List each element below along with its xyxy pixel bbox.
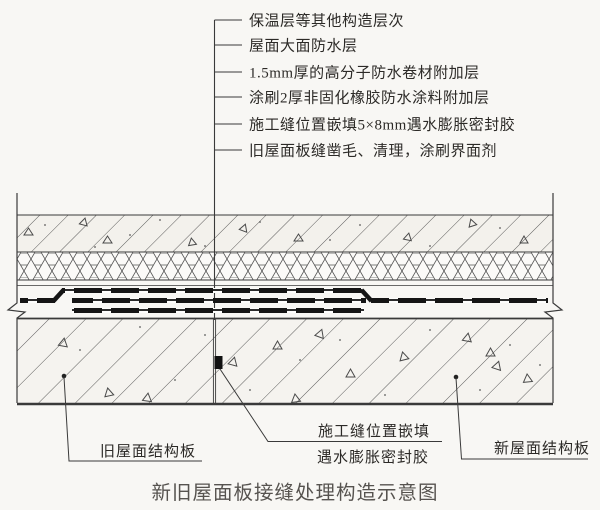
layer-label-rubber-coating: 涂刷2厚非固化橡胶防水涂料附加层 (249, 90, 490, 107)
callout-leaders (61, 368, 588, 462)
layer-label-ticks (214, 19, 242, 151)
main-membrane-bar (62, 288, 362, 293)
membrane-additional-layer-1 (72, 298, 366, 303)
sealant-block (214, 356, 223, 369)
layer-boundary-lines (17, 214, 553, 406)
section-border-left (6, 193, 27, 403)
new-slab-callout: 新屋面结构板 (494, 441, 591, 457)
insulation-honeycomb-band (17, 252, 553, 280)
layer-label-joint-sealant: 施工缝位置嵌填5×8mm遇水膨胀密封胶 (249, 117, 516, 134)
layer-label-insulation: 保温层等其他构造层次 (249, 13, 405, 30)
concrete-triangle-symbols (23, 217, 534, 404)
old-slab-callout: 旧屋面结构板 (100, 444, 197, 460)
new-slab-anchor-dot (453, 374, 459, 380)
membrane-bars (20, 288, 548, 313)
membrane-additional-layer-2 (72, 308, 364, 313)
joint-sealant-callout-line1: 施工缝位置嵌填 (318, 424, 431, 440)
aggregate-dots (44, 219, 541, 396)
structural-slab-band (17, 319, 553, 404)
layer-label-membrane-additional: 1.5mm厚的高分子防水卷材附加层 (249, 65, 480, 82)
layer-label-old-slab-prep: 旧屋面板缝凿毛、清理，涂刷界面剂 (249, 143, 498, 160)
layer-label-main-waterproof: 屋面大面防水层 (249, 38, 358, 55)
drawing-title: 新旧屋面板接缝处理构造示意图 (151, 482, 439, 504)
old-slab-anchor-dot (61, 373, 67, 379)
section-border-right (543, 193, 564, 403)
protective-screed-band (17, 215, 553, 252)
joint-sealant-callout-line2: 遇水膨胀密封胶 (317, 450, 430, 466)
